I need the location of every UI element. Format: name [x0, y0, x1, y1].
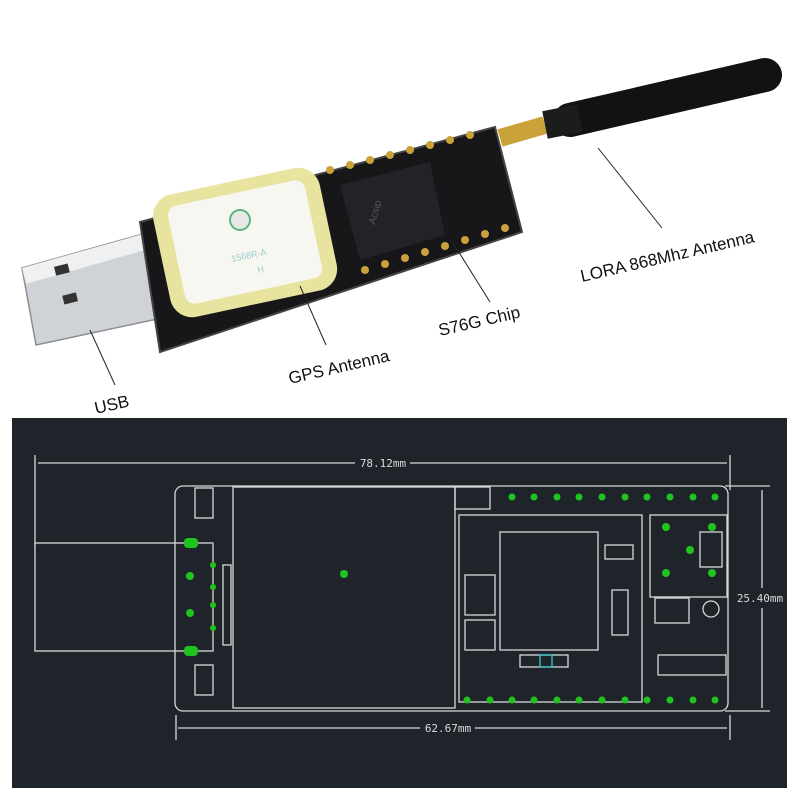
- svg-text:H: H: [256, 264, 264, 275]
- label-lora-antenna: LORA 868Mhz Antenna: [579, 227, 757, 286]
- s76g-chip: Acsip: [340, 162, 445, 260]
- module-outline: [458, 514, 643, 703]
- lora-antenna: [497, 58, 782, 147]
- dim-board-length: 62.67mm: [425, 722, 472, 735]
- gps-antenna-patch: 1568R-A H: [153, 167, 338, 318]
- dim-board-width: 25.40mm: [737, 592, 784, 605]
- label-gps-antenna: GPS Antenna: [287, 346, 392, 388]
- board-outline: [174, 485, 729, 712]
- button-pads: [662, 523, 716, 577]
- label-s76g-chip: S76G Chip: [437, 303, 522, 340]
- dim-total-length: 78.12mm: [360, 457, 407, 470]
- header-pads: [326, 131, 509, 274]
- dimension-diagram: 78.12mm 62.67mm 25.40mm: [12, 418, 787, 788]
- leader-lines: [89, 147, 663, 386]
- usb-plug: [21, 231, 163, 346]
- product-photo: Acsip 1568R-A H: [21, 58, 782, 354]
- header-pins-bottom: [463, 696, 719, 704]
- gps-outline: [232, 486, 456, 709]
- usb-outline: [34, 542, 214, 652]
- label-usb: USB: [93, 392, 131, 418]
- header-pins-top: [508, 493, 719, 501]
- chip-outline: [499, 531, 599, 651]
- usb-pads: [184, 538, 216, 656]
